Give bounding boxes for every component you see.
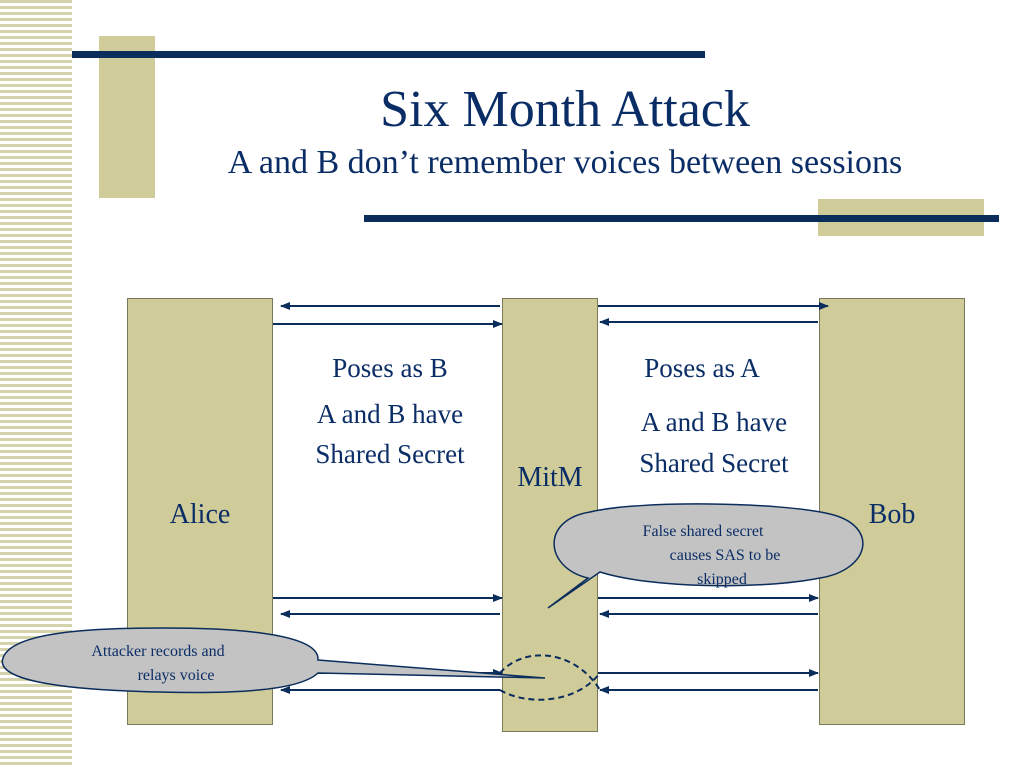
decor-line-top <box>72 51 705 58</box>
right-annotation-line3: Shared Secret <box>639 448 789 478</box>
decor-line-bottom <box>364 215 999 222</box>
right-annotation-line1: Poses as A <box>644 353 760 383</box>
bob-column <box>819 298 965 725</box>
callout-mitm-line3: skipped <box>697 571 747 588</box>
left-annotation-line3: Shared Secret <box>315 439 465 469</box>
callout-mitm-line1: False shared secret <box>642 523 764 540</box>
left-annotation-line2: A and B have <box>316 399 464 429</box>
slide-subtitle: A and B don’t remember voices between se… <box>227 144 903 181</box>
callout-attacker-bubble <box>1 627 546 694</box>
callout-attacker-line2: relays voice <box>137 667 215 684</box>
relay-dashed-lower <box>499 672 601 701</box>
alice-label: Alice <box>169 499 231 530</box>
mitm-label: MitM <box>517 462 583 493</box>
callout-mitm-bubble <box>547 503 864 609</box>
bob-label: Bob <box>868 499 916 530</box>
callout-mitm-line2: causes SAS to be <box>669 547 781 564</box>
decor-block-left <box>99 36 155 198</box>
right-annotation-line2: A and B have <box>640 407 788 437</box>
callout-attacker-line1: Attacker records and <box>91 643 225 660</box>
left-annotation-line1: Poses as B <box>332 353 448 383</box>
relay-dashed-upper <box>499 654 601 691</box>
slide-title: Six Month Attack <box>380 81 750 138</box>
